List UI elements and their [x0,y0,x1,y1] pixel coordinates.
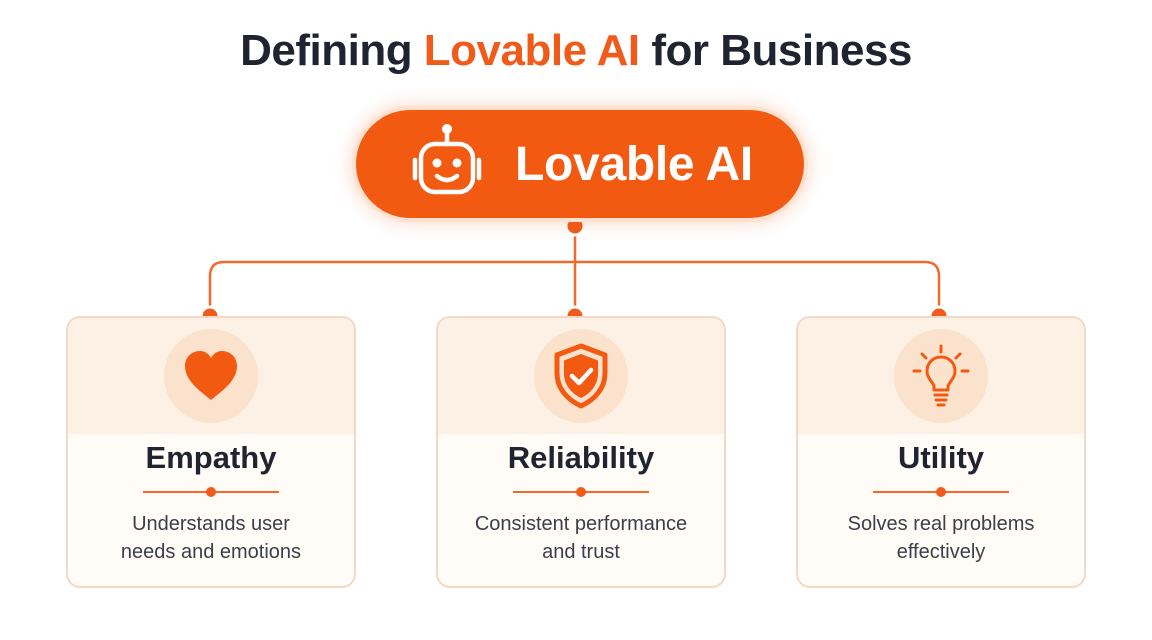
title-suffix: for Business [639,26,912,75]
hub-label: Lovable AI [515,137,753,191]
card-utility: Utility Solves real problems effectively [796,316,1086,588]
page-title: Defining Lovable AI for Business [0,26,1152,76]
icon-circle [164,329,258,423]
lightbulb-icon [912,344,970,407]
card-icon-area [68,318,354,434]
icon-circle [534,329,628,423]
title-highlight: Lovable AI [423,26,640,75]
heart-icon [185,351,237,400]
shield-check-icon [554,343,608,409]
connector-branch [208,260,941,316]
card-title: Utility [897,440,985,475]
card-title: Reliability [507,440,655,475]
hub-pill: Lovable AI [352,106,808,222]
card-description: Understands user needs and emotions [68,510,354,566]
card-icon-area [798,318,1084,434]
card-desc-line: Consistent performance [474,513,688,535]
robot-icon [412,124,482,195]
title-prefix: Defining [240,26,424,75]
card-divider [513,487,649,497]
card-title: Empathy [145,440,277,475]
card-desc-line: needs and emotions [120,541,302,563]
card-desc-line: and trust [542,541,620,563]
card-icon-area [438,318,724,434]
card-desc-line: effectively [896,541,986,563]
card-desc-line: Understands user [132,513,290,535]
icon-circle [894,329,988,423]
card-divider [873,487,1009,497]
card-empathy: Empathy Understands user needs and emoti… [66,316,356,588]
card-divider [143,487,279,497]
card-reliability: Reliability Consistent performance and t… [436,316,726,588]
card-description: Solves real problems effectively [798,510,1084,566]
card-desc-line: Solves real problems [847,513,1035,535]
card-description: Consistent performance and trust [438,510,724,566]
